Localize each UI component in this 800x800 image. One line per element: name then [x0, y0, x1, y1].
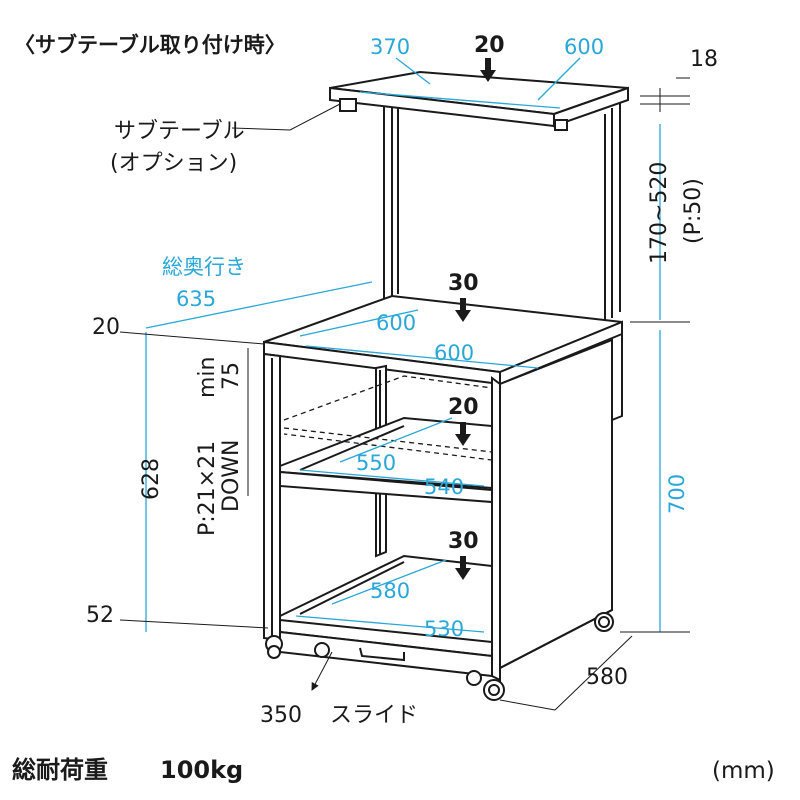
min-75-value: 75: [219, 362, 244, 390]
sub-table-option-label: (オプション): [110, 151, 237, 176]
svg-text:min: min: [195, 357, 220, 399]
svg-text:DOWN: DOWN: [219, 440, 244, 512]
sub-table-pitch: (P:50): [681, 178, 706, 244]
svg-text:P:21×21: P:21×21: [195, 441, 220, 536]
top-load-label: 30: [448, 271, 479, 296]
casters: [265, 612, 614, 701]
svg-text:170~520: 170~520: [647, 162, 672, 264]
slide-distance-label: 350: [260, 703, 302, 728]
total-depth-value: 635: [176, 287, 216, 311]
sub-table-height-range: 170~520: [647, 162, 672, 264]
total-depth-label: 総奥行き: [162, 255, 246, 279]
svg-text:700: 700: [665, 474, 689, 514]
sub-table-load-arrow: [480, 58, 496, 82]
top-thickness-label: 20: [92, 315, 120, 340]
min-75-label: min: [195, 357, 220, 399]
total-load-label: 総耐荷重: [12, 756, 108, 784]
extension-lines: [119, 77, 690, 711]
middle-width-label: 540: [424, 475, 464, 499]
shelf-pitch-label: P:21×21: [195, 441, 220, 536]
sub-table-label: サブテーブル: [114, 119, 245, 144]
base-depth-label: 580: [586, 665, 628, 690]
inner-height-label: 628: [139, 458, 164, 500]
base-height-label: 52: [86, 603, 114, 628]
top-depth-label: 600: [376, 311, 416, 335]
slide-label: スライド: [330, 703, 418, 728]
svg-text:(P:50): (P:50): [681, 178, 706, 244]
diagram-title: 〈サブテーブル取り付け時〉: [14, 33, 286, 57]
total-load-value: 100kg: [160, 756, 243, 784]
sub-table-width-label: 600: [564, 35, 604, 59]
svg-text:75: 75: [219, 362, 244, 390]
bottom-load-arrow: [455, 556, 471, 580]
bottom-width-label: 530: [424, 617, 464, 641]
bottom-load-label: 30: [448, 529, 479, 554]
unit-label: (mm): [712, 758, 775, 784]
dimension-lines: [145, 57, 661, 633]
top-width-label: 600: [434, 341, 474, 365]
sub-table-depth-label: 370: [370, 35, 410, 59]
total-height-label: 700: [665, 474, 689, 514]
load-arrows: [455, 58, 496, 580]
sub-table-load-label: 20: [474, 33, 505, 58]
shelf-pitch-down: DOWN: [219, 440, 244, 512]
middle-load-label: 20: [448, 395, 479, 420]
middle-load-arrow: [455, 422, 471, 446]
cart-body: [263, 70, 629, 682]
svg-text:628: 628: [139, 458, 164, 500]
bottom-depth-label: 580: [370, 579, 410, 603]
top-load-arrow: [455, 298, 471, 322]
middle-depth-label: 550: [356, 451, 396, 475]
sub-table-thickness-label: 18: [690, 47, 718, 72]
